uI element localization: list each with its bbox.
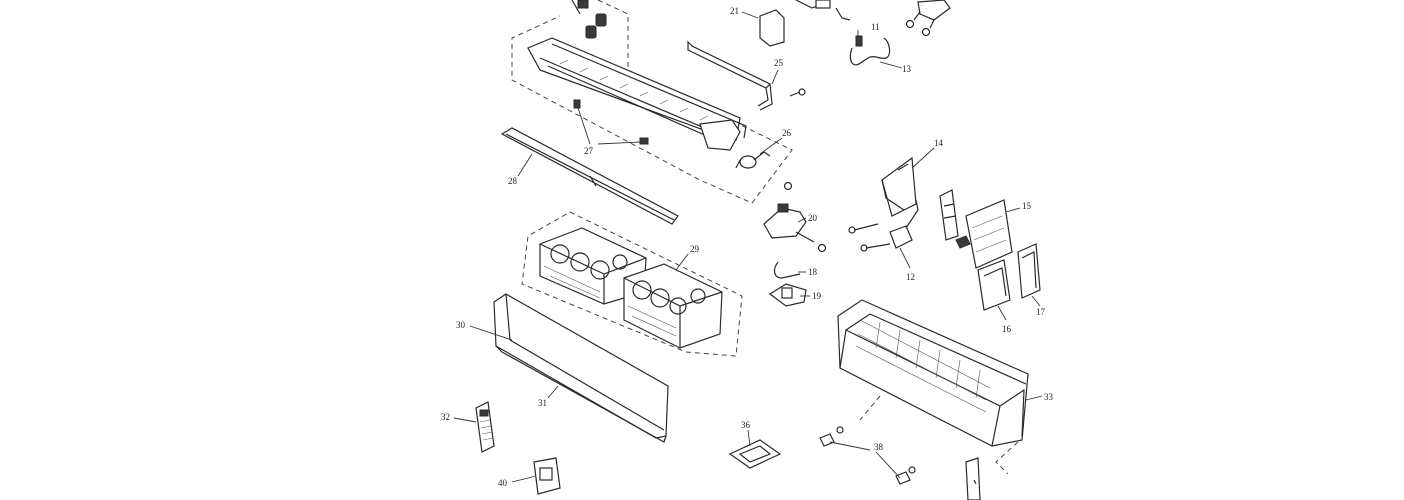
label-11: 11	[871, 22, 880, 32]
label-27: 27	[584, 146, 594, 156]
cover-16	[977, 259, 1011, 311]
screws-38	[819, 426, 981, 500]
label-32: 32	[441, 412, 450, 422]
group-outline-filters	[521, 211, 743, 357]
label-33: 33	[1044, 392, 1054, 402]
wire-18	[773, 261, 801, 279]
top-right-parts	[905, 0, 951, 37]
clip-11	[835, 7, 863, 47]
label-17: 17	[1036, 307, 1046, 317]
louver-28	[500, 127, 679, 225]
label-21: 21	[730, 6, 739, 16]
label-25: 25	[774, 58, 784, 68]
wire-13	[849, 37, 891, 66]
label-13: 13	[902, 64, 912, 74]
label-14: 14	[934, 138, 944, 148]
manual-36	[728, 439, 782, 469]
leader-lines	[453, 11, 1043, 483]
label-12: 12	[906, 272, 915, 282]
motor-26	[735, 151, 793, 191]
sensor-12	[848, 199, 919, 252]
cabinet-33	[837, 299, 1029, 447]
group-outline-top	[511, 0, 793, 204]
holder-19	[768, 283, 807, 307]
label-26: 26	[782, 128, 792, 138]
part-labels: 21 11 13 25 26 27 28 29 20 18 19 14 15 1…	[441, 6, 1054, 488]
label-31: 31	[538, 398, 547, 408]
front-panel	[493, 293, 669, 443]
bracket-21	[759, 0, 831, 47]
fan-motor-parts	[571, 0, 607, 39]
label-15: 15	[1022, 201, 1032, 211]
holder-40	[533, 457, 561, 495]
label-36: 36	[741, 420, 751, 430]
motor-20	[763, 203, 827, 253]
remote-32	[475, 401, 495, 453]
control-box-14	[881, 156, 917, 217]
label-29: 29	[690, 244, 700, 254]
label-19: 19	[812, 291, 822, 301]
label-16: 16	[1002, 324, 1012, 334]
label-20: 20	[808, 213, 818, 223]
label-40: 40	[498, 478, 508, 488]
cover-17	[1017, 243, 1041, 299]
label-30: 30	[456, 320, 466, 330]
pcb-15	[939, 189, 1013, 269]
label-38: 38	[874, 442, 884, 452]
group-outline-bottom	[859, 395, 1019, 475]
chassis-frame	[527, 37, 747, 151]
label-18: 18	[808, 267, 818, 277]
filters-29	[539, 227, 723, 349]
pipe-25	[687, 40, 806, 111]
label-28: 28	[508, 176, 518, 186]
